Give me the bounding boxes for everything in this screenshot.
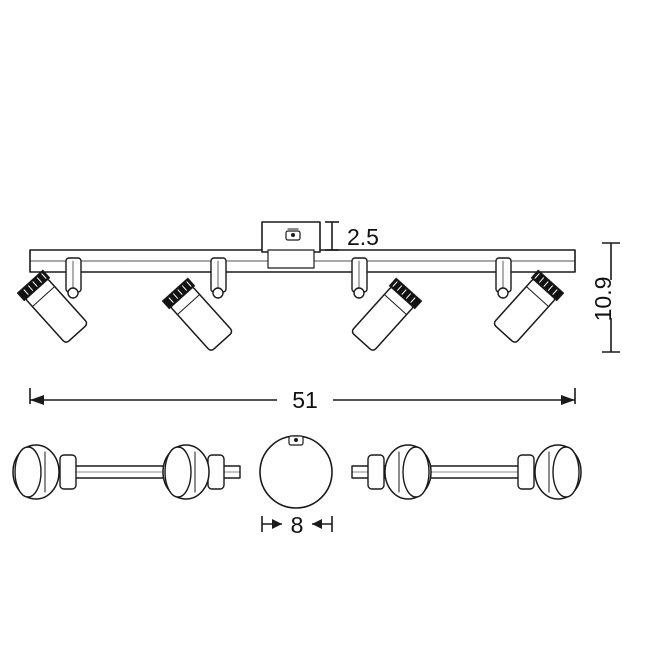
dimension-height-2-5 bbox=[325, 221, 339, 251]
front-canopy bbox=[261, 221, 321, 269]
top-canopy-circle bbox=[259, 435, 333, 509]
spot-head-4 bbox=[493, 257, 565, 343]
dimension-label-width: 8 bbox=[291, 512, 304, 538]
dimension-label-height: 2.5 bbox=[347, 224, 379, 250]
dimension-label-length: 51 bbox=[292, 387, 318, 413]
dimension-depth-10-9 bbox=[602, 242, 620, 353]
top-spot-head-1 bbox=[12, 444, 77, 500]
top-spot-head-2 bbox=[162, 444, 225, 500]
top-view-group bbox=[12, 435, 582, 509]
dimension-length-51 bbox=[29, 388, 576, 405]
spot-head-1 bbox=[16, 257, 88, 343]
dimension-width-8 bbox=[261, 516, 333, 532]
spot-head-2 bbox=[161, 257, 233, 351]
dimension-label-depth: 10.9 bbox=[590, 277, 616, 322]
top-spot-head-4 bbox=[517, 444, 582, 500]
spot-head-3 bbox=[351, 257, 423, 351]
top-spot-head-3 bbox=[367, 444, 432, 500]
front-view-group bbox=[16, 221, 576, 351]
